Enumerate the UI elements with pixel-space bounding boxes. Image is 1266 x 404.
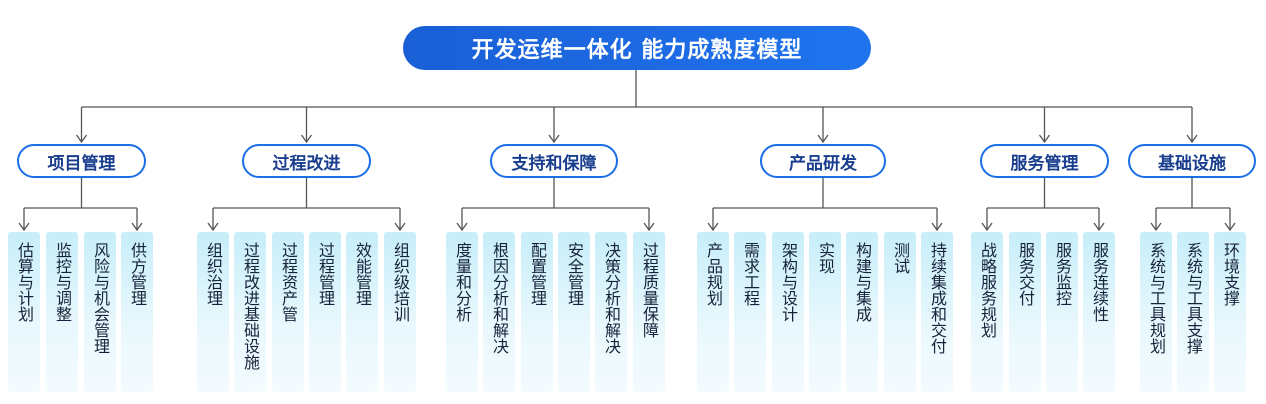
leaf-item: 决策分析和解决 [595, 232, 627, 392]
leaf-item: 估算与计划 [8, 232, 40, 392]
leaf-item: 实现 [809, 232, 841, 392]
leaf-item: 系统与工具支撑 [1177, 232, 1209, 392]
leaf-item: 服务连续性 [1083, 232, 1115, 392]
leaf-item: 安全管理 [558, 232, 590, 392]
arrow-icon [131, 222, 143, 232]
category-4: 产品研发 [760, 144, 886, 178]
arrow-icon [300, 134, 313, 144]
leaf-item: 风险与机会管理 [84, 232, 116, 392]
arrow-icon [707, 222, 719, 232]
category-1: 项目管理 [17, 144, 146, 178]
arrow-icon [394, 222, 406, 232]
leaf-item: 过程改进基础设施 [234, 232, 266, 392]
arrow-icon [817, 134, 829, 144]
category-6: 基础设施 [1128, 144, 1256, 178]
leaf-item: 组织级培训 [384, 232, 416, 392]
leaf-item: 监控与调整 [46, 232, 78, 392]
arrow-icon [456, 222, 468, 232]
arrow-icon [1186, 134, 1198, 144]
leaf-item: 架构与设计 [772, 232, 804, 392]
leaf-item: 过程管理 [309, 232, 341, 392]
leaf-item: 服务监控 [1046, 232, 1078, 392]
arrow-icon [75, 134, 88, 144]
arrow-icon [1093, 222, 1105, 232]
arrow-icon [548, 134, 560, 144]
category-2: 过程改进 [242, 144, 371, 178]
leaf-item: 度量和分析 [446, 232, 478, 392]
leaf-item: 效能管理 [346, 232, 378, 392]
arrow-icon [18, 222, 30, 232]
category-3: 支持和保障 [490, 144, 618, 178]
arrow-icon [643, 222, 655, 232]
leaf-item: 战略服务规划 [971, 232, 1003, 392]
arrow-icon [1150, 222, 1162, 232]
arrow-icon [931, 222, 943, 232]
leaf-item: 系统与工具规划 [1140, 232, 1172, 392]
leaf-item: 供方管理 [121, 232, 153, 392]
arrow-icon [1038, 134, 1051, 144]
arrow-icon [981, 222, 993, 232]
leaf-item: 产品规划 [697, 232, 729, 392]
arrow-icon [1224, 222, 1236, 232]
leaf-item: 过程质量保障 [633, 232, 665, 392]
leaf-item: 组织治理 [197, 232, 229, 392]
leaf-item: 根因分析和解决 [483, 232, 515, 392]
category-5: 服务管理 [980, 144, 1109, 178]
leaf-item: 需求工程 [734, 232, 766, 392]
leaf-item: 持续集成和交付 [921, 232, 953, 392]
arrow-icon [207, 222, 219, 232]
leaf-item: 配置管理 [521, 232, 553, 392]
leaf-item: 构建与集成 [846, 232, 878, 392]
leaf-item: 测试 [884, 232, 916, 392]
leaf-item: 环境支撑 [1214, 232, 1246, 392]
model-title: 开发运维一体化 能力成熟度模型 [403, 26, 871, 70]
leaf-item: 服务交付 [1009, 232, 1041, 392]
leaf-item: 过程资产管 [272, 232, 304, 392]
